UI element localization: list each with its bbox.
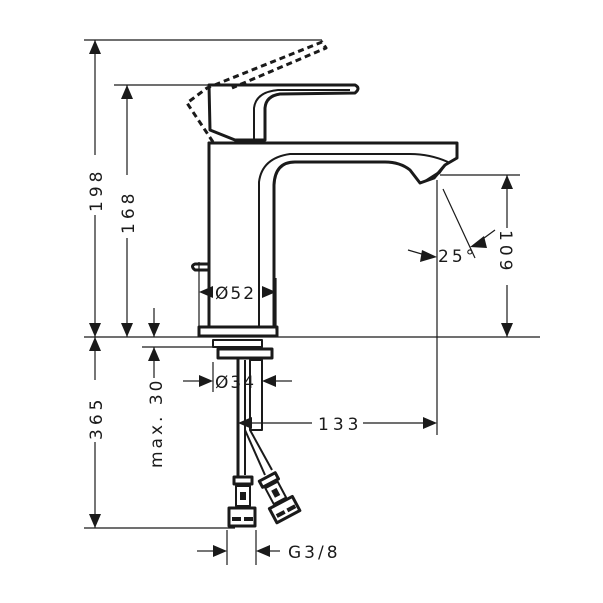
hose-right [244, 429, 266, 476]
dimension-max-deck-thickness: max. 30 [147, 308, 167, 468]
dim-label-g38: G3/8 [288, 543, 341, 563]
spout [207, 141, 459, 329]
lever [207, 83, 360, 142]
extension-lines [84, 39, 540, 529]
hose-fitting-left [227, 475, 257, 528]
dim-label-diameter-52: Ø52 [215, 284, 256, 304]
dim-label-25-degrees: 25° [438, 247, 477, 267]
dimension-body-diameter: Ø52 [198, 262, 277, 330]
dimension-body-height: 168 [119, 85, 139, 337]
dim-label-365: 365 [87, 396, 107, 440]
lever-open-position [185, 40, 328, 143]
dimension-spout-angle: 25° [407, 188, 496, 267]
pop-up-rod [191, 262, 211, 272]
shank [216, 347, 274, 360]
dimension-hose-length: 365 [87, 337, 107, 528]
base-flange [197, 325, 279, 338]
faucet-body [185, 40, 459, 528]
hose-fitting-right [257, 471, 302, 525]
dim-label-168: 168 [119, 190, 139, 234]
dimension-total-height: 198 [87, 40, 107, 337]
dim-label-198: 198 [87, 168, 107, 212]
dimension-spout-projection: 133 [238, 415, 437, 435]
dim-label-133: 133 [318, 415, 362, 435]
dimension-outlet-height: 109 [495, 175, 515, 337]
dim-label-109: 109 [495, 230, 515, 274]
dimension-connection-thread: G3/8 [197, 530, 341, 565]
dim-label-max-30: max. 30 [147, 378, 167, 468]
